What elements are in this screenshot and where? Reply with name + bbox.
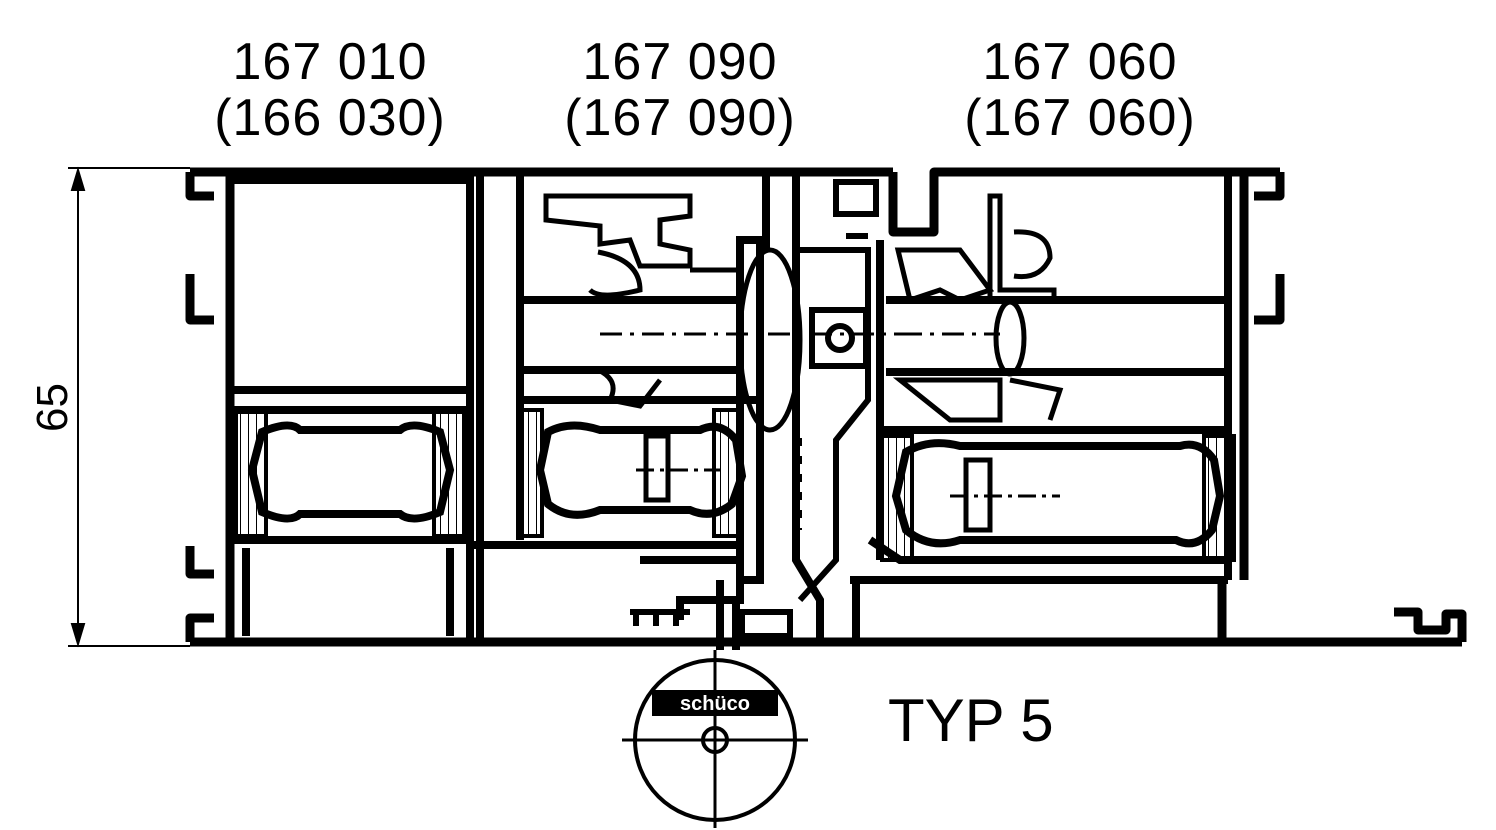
lock-cylinder-symbol: schüco [622, 596, 808, 828]
dimension-line [68, 166, 190, 648]
right-profile [850, 176, 1232, 642]
outer-frame [185, 167, 1467, 647]
left-profile [226, 176, 474, 642]
profile-alt-code: (167 060) [964, 89, 1196, 147]
type-label: TYP 5 [888, 687, 1054, 754]
bottom-clips [630, 609, 690, 626]
center-sash [739, 179, 879, 639]
right-insulating-strip [880, 434, 1236, 562]
profile-code: 167 060 [982, 33, 1178, 91]
profile-label-center: 167 090 (167 090) [530, 34, 830, 146]
middle-gasket-detail [543, 193, 900, 433]
profile-alt-code: (166 030) [214, 89, 446, 147]
profile-code: 167 090 [582, 33, 778, 91]
profile-label-right: 167 060 (167 060) [930, 34, 1230, 146]
profile-code: 167 010 [232, 33, 428, 91]
logo-text: schüco [680, 693, 750, 715]
middle-insulating-strip [516, 408, 747, 538]
right-gasket-detail [892, 193, 1064, 423]
left-insulating-strip [234, 410, 466, 538]
profile-alt-code: (167 090) [564, 89, 796, 147]
profile-label-left: 167 010 (166 030) [180, 34, 480, 146]
